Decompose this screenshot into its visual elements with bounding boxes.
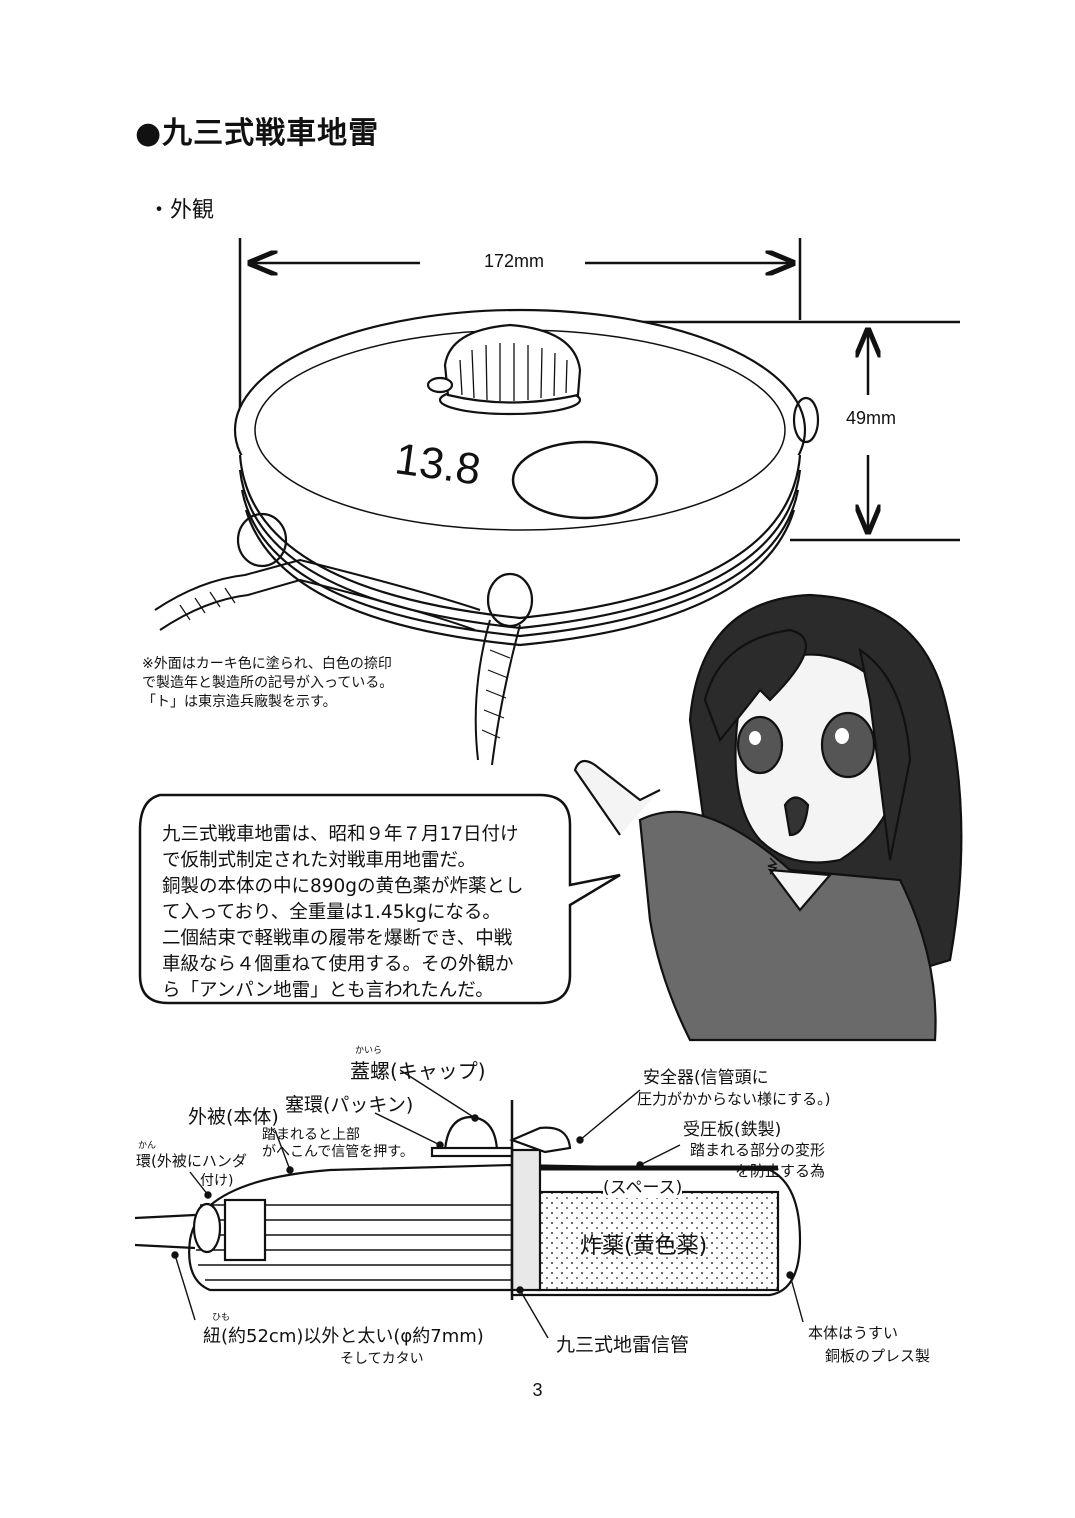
cord-note: そしてカタい [340, 1351, 424, 1367]
character-illustration [573, 593, 963, 1042]
mine-exterior-drawing [154, 308, 820, 766]
plate-note: 踏まれる部分の変形 [690, 1141, 826, 1159]
speech-line: 銅製の本体の中に890gの黄色薬が炸薬とし [162, 876, 524, 897]
body-label: 外被(本体) [188, 1106, 279, 1128]
note-line: で製造年と製造所の記号が入っている。 [142, 675, 394, 691]
exterior-note: ※外面はカーキ色に塗られ、白色の捺印 で製造年と製造所の記号が入っている。 「ト… [142, 655, 482, 712]
section-subtitle: ・外観 [148, 198, 215, 223]
speech-line: て入っており、全重量は1.45kgになる。 [162, 902, 501, 923]
speech-line: 九三式戦車地雷は、昭和９年７月17日付け [162, 824, 519, 845]
speech-line: 車級なら４個重ねて使用する。その外観か [162, 954, 514, 975]
speech-bubble [138, 793, 621, 1005]
fuse-label: 九三式地雷信管 [556, 1334, 690, 1356]
shell-label: 本体はうすい [808, 1324, 899, 1342]
body-note: 踏まれると上部 [262, 1127, 360, 1143]
note-line: ※外面はカーキ色に塗られ、白色の捺印 [142, 656, 392, 672]
note-line: 「ト」は東京造兵廠製を示す。 [142, 694, 337, 710]
speech-line: 二個結束で軽戦車の履帯を爆断でき、中戦 [162, 928, 513, 949]
body-note: がへこんで信管を押す。 [262, 1144, 414, 1160]
ring-label: 付け) [200, 1173, 234, 1189]
dimension-height-label: 49mm [840, 408, 903, 429]
charge-label: 炸薬(黄色薬) [580, 1234, 708, 1259]
safety-note: 圧力がかからない様にする。) [637, 1090, 831, 1108]
page-number: 3 [532, 1380, 543, 1400]
dimension-width-label: 172mm [478, 251, 551, 272]
cap-label: 蓋螺(キャップ) [350, 1059, 486, 1083]
shell-label: 銅板のプレス製 [825, 1347, 931, 1365]
cord-ruby: ひも [212, 1313, 231, 1323]
speech-bubble-text: 九三式戦車地雷は、昭和９年７月17日付け で仮制式制定された対戦車用地雷だ。 銅… [162, 822, 562, 1004]
page-title: ●九三式戦車地雷 [135, 116, 380, 151]
plate-note: を防止する為 [735, 1162, 826, 1180]
ring-label: 環(外被にハンダ [136, 1152, 247, 1170]
dimension-width-line [238, 238, 802, 430]
speech-line: で仮制式制定された対戦車用地雷だ。 [162, 850, 476, 871]
plate-label: 受圧板(鉄製) [683, 1120, 782, 1140]
ring-ruby: かん [138, 1141, 157, 1151]
cross-section-diagram [134, 1069, 804, 1339]
cord-label: 紐(約52cm)以外と太い(φ約7mm) [203, 1326, 484, 1347]
speech-line: ら「アンパン地雷」とも言われたんだ。 [162, 980, 494, 1001]
safety-label: 安全器(信管頭に [643, 1068, 769, 1088]
gasket-label: 塞環(パッキン) [285, 1094, 414, 1116]
cap-ruby: かいら [355, 1046, 383, 1056]
space-label: (スペース) [603, 1173, 683, 1198]
